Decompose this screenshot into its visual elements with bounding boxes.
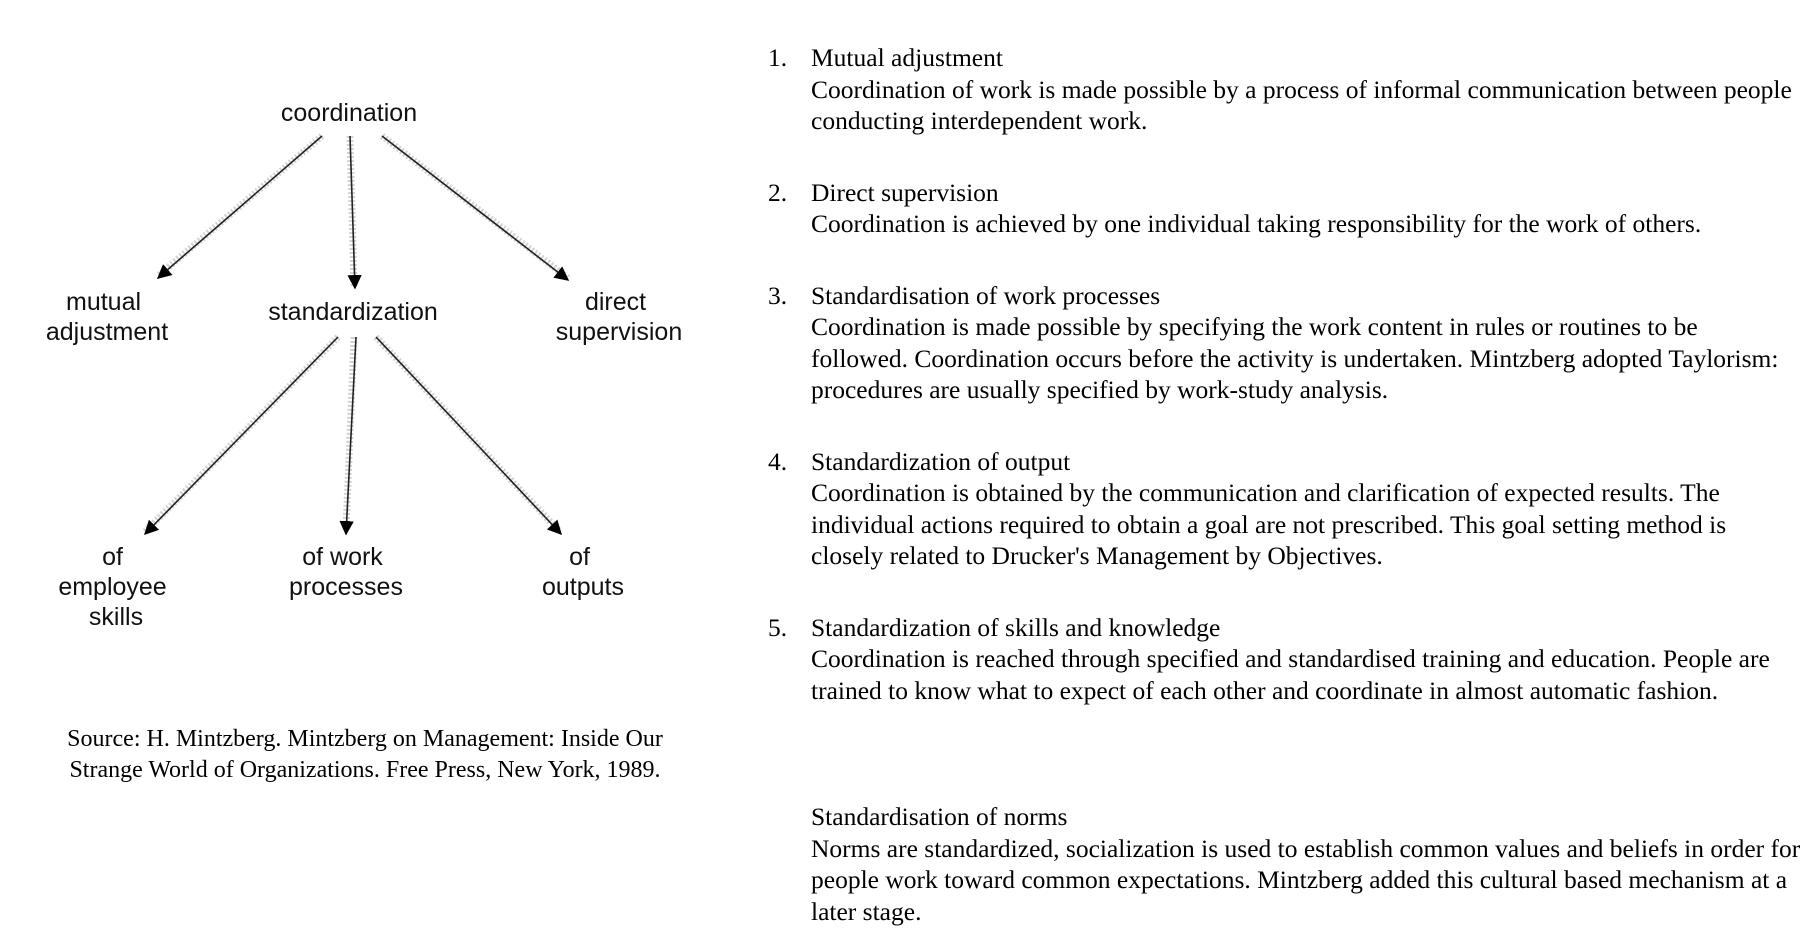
mechanism-item-output: 4. Standardization of output Coordinatio… <box>768 446 1798 572</box>
node-outputs-line1: of <box>569 543 590 571</box>
node-mutual-adjustment-line2: adjustment <box>46 318 168 346</box>
mechanism-item-work-processes: 3. Standardisation of work processes Coo… <box>768 280 1798 406</box>
mechanism-description: Coordination is achieved by one individu… <box>811 209 1702 238</box>
mechanism-title: Standardisation of work processes <box>811 280 1161 310</box>
node-employee-skills-line3: skills <box>89 603 143 631</box>
norms-section: Standardisation of norms Norms are stand… <box>811 801 1801 927</box>
mechanism-item-direct-supervision: 2. Direct supervision Coordination is ac… <box>768 177 1798 240</box>
mechanism-description: Coordination is reached through specifie… <box>811 644 1770 705</box>
source-line-1: Source: H. Mintzberg. Mintzberg on Manag… <box>67 726 663 752</box>
mechanism-description: Coordination of work is made possible by… <box>811 74 1792 136</box>
mechanism-number: 1. <box>768 43 788 72</box>
edge-standardization-to-employee-skills <box>143 336 339 536</box>
node-work-processes: of work processes <box>289 543 403 601</box>
node-employee-skills-line1: of <box>102 543 123 571</box>
mechanism-title: Direct supervision <box>811 177 999 207</box>
norms-description: Norms are standardized, socialization is… <box>811 833 1801 926</box>
coordination-tree-diagram: coordination mutual adjustment standardi… <box>46 99 682 631</box>
edge-halos <box>142 133 571 535</box>
node-mutual-adjustment: mutual adjustment <box>46 288 168 346</box>
source-citation: Source: H. Mintzberg. Mintzberg on Manag… <box>20 724 710 786</box>
node-work-processes-line2: processes <box>289 573 403 601</box>
mechanism-title: Mutual adjustment <box>811 43 1003 72</box>
edge-coordination-to-mutual-adjustment <box>156 135 323 279</box>
source-line-2: Strange World of Organizations. Free Pre… <box>69 757 661 783</box>
mechanism-number: 4. <box>768 446 788 476</box>
mechanism-number: 3. <box>768 280 788 310</box>
node-outputs: of outputs <box>542 543 624 601</box>
edge-standardization-to-work-processes <box>339 336 357 536</box>
node-direct-supervision-line2: supervision <box>556 318 682 346</box>
edge-coordination-to-direct-supervision <box>381 135 570 281</box>
node-outputs-line2: outputs <box>542 573 624 601</box>
mechanism-title: Standardization of skills and knowledge <box>811 612 1221 642</box>
coordination-mechanisms-list: 1. Mutual adjustment Coordination of wor… <box>768 42 1798 746</box>
node-direct-supervision: direct supervision <box>556 288 682 346</box>
edge-standardization-to-outputs <box>375 336 562 536</box>
node-standardization: standardization <box>268 298 438 326</box>
node-employee-skills-line2: employee <box>58 573 166 601</box>
node-mutual-adjustment-line1: mutual <box>66 288 141 316</box>
mechanism-description: Coordination is obtained by the communic… <box>811 478 1727 570</box>
edge-coordination-to-standardization <box>347 135 362 290</box>
mechanism-description: Coordination is made possible by specify… <box>811 312 1779 404</box>
node-work-processes-line1: of work <box>302 543 383 571</box>
node-employee-skills: of employee skills <box>58 543 173 631</box>
mechanism-number: 2. <box>768 177 788 207</box>
norms-title: Standardisation of norms <box>811 802 1068 831</box>
mechanism-item-mutual-adjustment: 1. Mutual adjustment Coordination of wor… <box>768 42 1798 137</box>
mechanism-item-skills-knowledge: 5. Standardization of skills and knowled… <box>768 612 1798 707</box>
mechanism-title: Standardization of output <box>811 446 1071 476</box>
mechanism-number: 5. <box>768 612 788 642</box>
node-coordination: coordination <box>281 99 417 127</box>
node-direct-supervision-line1: direct <box>585 288 646 316</box>
